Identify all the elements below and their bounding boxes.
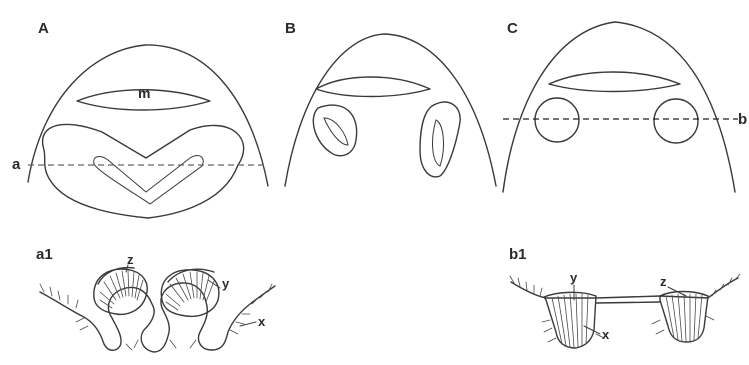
connecting-bridge-b1 bbox=[596, 302, 660, 303]
section-a1: a1 bbox=[36, 246, 275, 352]
label-y-a1: y bbox=[222, 276, 230, 291]
panel-label-a: A bbox=[38, 20, 49, 37]
panel-c: C b bbox=[503, 20, 747, 192]
right-organ-inner-b bbox=[433, 120, 444, 166]
label-x-b1: x bbox=[602, 327, 610, 342]
right-lobe-a1 bbox=[161, 270, 219, 317]
surface-hairs-b1 bbox=[510, 274, 740, 342]
panel-a: A m a bbox=[12, 20, 268, 218]
section-label-a: a bbox=[12, 156, 21, 173]
panel-label-b: B bbox=[285, 20, 296, 37]
left-organ-inner-b bbox=[324, 118, 348, 145]
v-organ-inner-a bbox=[94, 156, 204, 204]
left-organ-hatching-b1 bbox=[552, 294, 588, 347]
panel-label-a1: a1 bbox=[36, 246, 53, 263]
panel-b: B bbox=[285, 20, 496, 186]
panel-label-b1: b1 bbox=[509, 246, 527, 263]
label-z-b1: z bbox=[660, 274, 667, 289]
mouth-plate-c bbox=[549, 72, 680, 92]
right-organ-c bbox=[654, 99, 698, 143]
panel-label-c: C bbox=[507, 20, 518, 37]
left-organ-b1 bbox=[544, 292, 596, 348]
head-outline-c bbox=[503, 22, 735, 192]
left-organ-outer-b bbox=[313, 105, 356, 156]
label-y-b1: y bbox=[570, 270, 578, 285]
section-label-b: b bbox=[738, 111, 747, 128]
mouth-plate-b bbox=[316, 77, 430, 97]
label-m: m bbox=[138, 85, 150, 101]
v-organ-outer-a bbox=[43, 124, 244, 218]
label-x-a1: x bbox=[258, 314, 266, 329]
section-b1: b1 bbox=[509, 246, 740, 348]
left-organ-c bbox=[535, 98, 579, 142]
label-z-a1: z bbox=[127, 252, 134, 267]
cross-section-profile-a1 bbox=[40, 283, 275, 352]
